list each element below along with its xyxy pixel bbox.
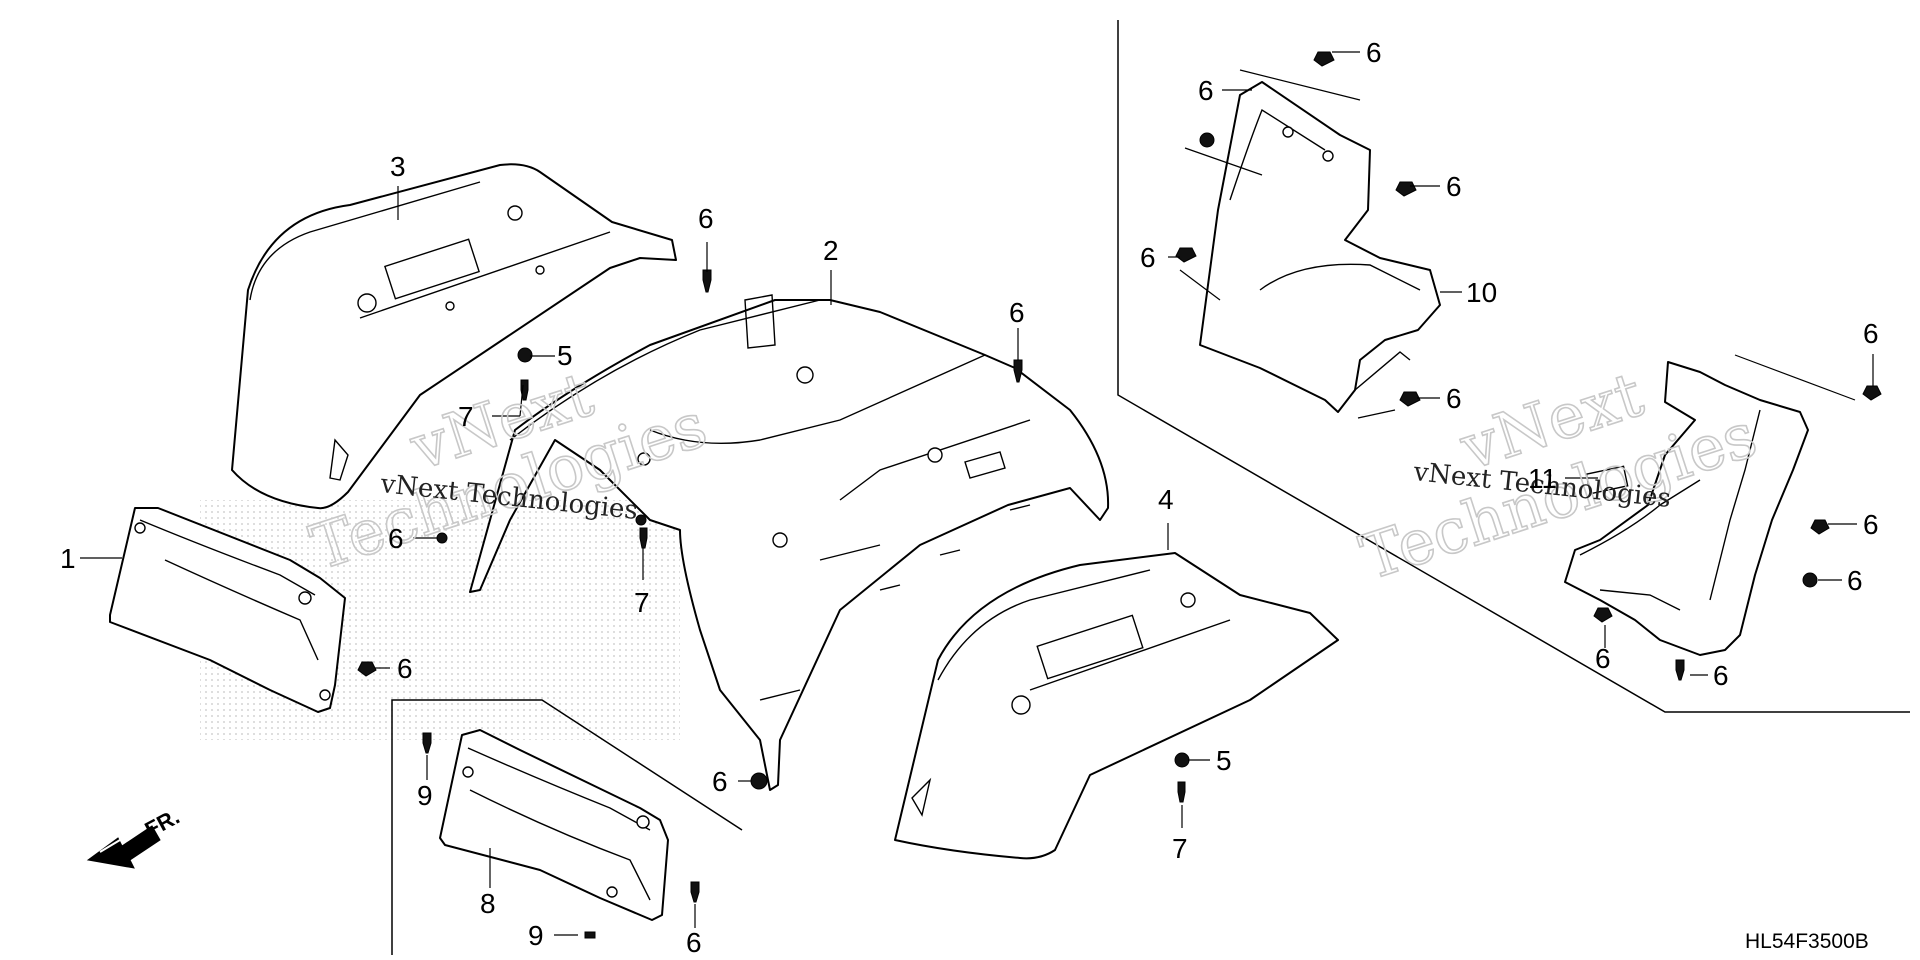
callout-6: 6 bbox=[397, 653, 413, 684]
callout-3: 3 bbox=[390, 151, 406, 182]
callout-9: 9 bbox=[417, 780, 433, 811]
callout-8: 8 bbox=[480, 888, 496, 919]
callout-1: 1 bbox=[60, 543, 76, 574]
left-fender bbox=[231, 163, 677, 510]
callout-6: 6 bbox=[1863, 318, 1879, 349]
callout-6: 6 bbox=[1140, 242, 1156, 273]
callouts: 3 2 6 6 5 7 6 7 1 6 4 5 7 6 9 8 9 6 6 6 … bbox=[60, 37, 1879, 958]
callout-6: 6 bbox=[686, 927, 702, 958]
left-inner-panel bbox=[109, 507, 346, 713]
callout-6: 6 bbox=[1198, 75, 1214, 106]
right-fender bbox=[894, 552, 1339, 860]
callout-6: 6 bbox=[1366, 37, 1382, 68]
callout-6: 6 bbox=[698, 203, 714, 234]
callout-6: 6 bbox=[388, 523, 404, 554]
callout-10: 10 bbox=[1466, 277, 1497, 308]
callout-6: 6 bbox=[1446, 171, 1462, 202]
callout-4: 4 bbox=[1158, 484, 1174, 515]
callout-9: 9 bbox=[528, 920, 544, 951]
front-direction-arrow: FR. bbox=[86, 804, 184, 869]
callout-7: 7 bbox=[458, 401, 474, 432]
callout-6: 6 bbox=[1595, 643, 1611, 674]
callout-5: 5 bbox=[1216, 745, 1232, 776]
callout-6: 6 bbox=[1713, 660, 1729, 691]
callout-11: 11 bbox=[1528, 463, 1557, 494]
callout-6: 6 bbox=[1847, 565, 1863, 596]
fasteners bbox=[357, 51, 1882, 939]
upper-right-cover bbox=[1199, 81, 1441, 413]
callout-7: 7 bbox=[1172, 833, 1188, 864]
callout-6: 6 bbox=[1009, 297, 1025, 328]
callout-6: 6 bbox=[1446, 383, 1462, 414]
callout-6: 6 bbox=[712, 766, 728, 797]
detail-box-upper-right bbox=[1117, 20, 1910, 713]
leader-lines bbox=[80, 51, 1874, 936]
callout-2: 2 bbox=[823, 235, 839, 266]
callout-5: 5 bbox=[557, 340, 573, 371]
rear-fender-center bbox=[469, 294, 1110, 791]
right-lower-bracket bbox=[1564, 361, 1809, 656]
diagram-code: HL54F3500B bbox=[1745, 930, 1869, 953]
inner-panel-lower bbox=[439, 729, 669, 921]
callout-7: 7 bbox=[634, 587, 650, 618]
detail-box-lower-left bbox=[391, 699, 743, 955]
callout-6: 6 bbox=[1863, 509, 1879, 540]
